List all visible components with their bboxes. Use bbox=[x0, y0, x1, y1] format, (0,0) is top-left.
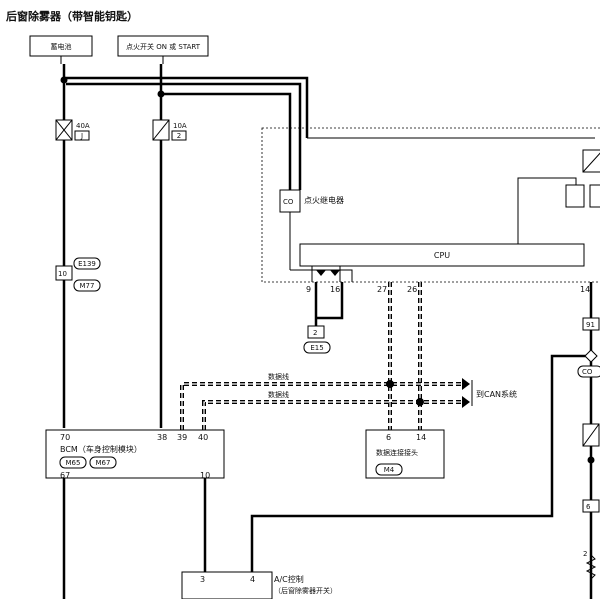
dlc-pin-14: 14 bbox=[416, 433, 426, 442]
ipdm-module-outline bbox=[261, 127, 600, 283]
cpu-label: CPU bbox=[434, 251, 450, 260]
ipdm-pin-26: 26 bbox=[407, 285, 417, 294]
data-link-connector: 6 14 数据连接接头 M4 bbox=[365, 429, 445, 479]
connector-e15: 2 E15 bbox=[303, 325, 331, 354]
dlc-conn-m4: M4 bbox=[384, 466, 395, 474]
right-relay-a bbox=[565, 184, 585, 208]
bcm-pin-70: 70 bbox=[60, 433, 70, 442]
svg-text:CO: CO bbox=[283, 198, 294, 206]
fuse-40a-id: J bbox=[80, 132, 83, 140]
can-bus-lines bbox=[180, 282, 473, 430]
ignition-relay-label: 点火继电器 bbox=[304, 195, 344, 205]
right-co-label: CO bbox=[582, 368, 593, 376]
e139-label: E139 bbox=[78, 260, 96, 268]
right-pin-6: 6 bbox=[586, 503, 591, 511]
right-diode bbox=[582, 149, 600, 173]
ground-wire-16 bbox=[316, 282, 344, 320]
ignition-source: 点火开关 ON 或 START bbox=[117, 35, 209, 57]
battery-label: 蓄电池 bbox=[51, 42, 72, 51]
cpu-block: CPU bbox=[299, 243, 585, 267]
right-pin-2: 2 bbox=[583, 550, 587, 558]
ac-to-right-wire bbox=[250, 354, 590, 572]
bcm-conn-m65: M65 bbox=[66, 459, 81, 467]
right-junction bbox=[587, 456, 595, 464]
e15-label: E15 bbox=[310, 344, 323, 352]
battery-junction bbox=[60, 76, 68, 84]
ipdm-pin-9: 9 bbox=[306, 285, 311, 294]
ignition-label: 点火开关 ON 或 START bbox=[126, 42, 201, 51]
battery-source: 蓄电池 bbox=[29, 35, 93, 57]
bcm-label: BCM（车身控制模块） bbox=[60, 444, 142, 454]
bcm-pin-10: 10 bbox=[200, 471, 210, 480]
right-splice bbox=[584, 349, 598, 363]
e139-pin: 10 bbox=[58, 270, 67, 278]
fuse-40a: 40A J bbox=[55, 119, 90, 141]
ac-control-module: 3 4 A/C控制 （后窗除雾器开关） bbox=[181, 571, 337, 599]
fuse-40a-rating: 40A bbox=[76, 122, 90, 130]
bcm-pin-40: 40 bbox=[198, 433, 208, 442]
battery-bus-wire-2 bbox=[66, 82, 302, 190]
bcm-module: 70 38 39 40 BCM（车身控制模块） M65 M67 67 10 bbox=[45, 429, 225, 480]
right-connector-91: 91 bbox=[582, 317, 600, 331]
ac-pin-4: 4 bbox=[250, 575, 255, 584]
right-connector-6: 6 bbox=[582, 499, 600, 513]
ac-label-2: （后窗除雾器开关） bbox=[274, 586, 337, 595]
fuse-10a-id: 2 bbox=[177, 132, 181, 140]
e15-pin: 2 bbox=[313, 329, 317, 337]
right-diode-lower bbox=[582, 423, 600, 447]
bcm-conn-m67: M67 bbox=[96, 459, 111, 467]
can-line1-label: 数据线 bbox=[268, 372, 289, 381]
ignition-relay: CO 点火继电器 bbox=[279, 189, 344, 213]
ipdm-pin-14: 14 bbox=[580, 285, 590, 294]
bcm-pin-39: 39 bbox=[177, 433, 187, 442]
can-line2-label: 数据线 bbox=[268, 390, 289, 399]
diagram-title: 后窗除雾器（带智能钥匙） bbox=[6, 9, 138, 23]
fuse-10a: 10A 2 bbox=[152, 119, 187, 141]
bcm-pin-38: 38 bbox=[157, 433, 167, 442]
can-system-label: 到CAN系统 bbox=[476, 389, 517, 399]
battery-bus-wire bbox=[64, 76, 309, 138]
m77-label: M77 bbox=[80, 282, 95, 290]
dlc-pin-6: 6 bbox=[386, 433, 391, 442]
right-pin-91: 91 bbox=[586, 321, 595, 329]
ipdm-pin-27: 27 bbox=[377, 285, 387, 294]
connector-e139: 10 E139 M77 bbox=[55, 257, 101, 292]
right-relay-b bbox=[589, 184, 600, 208]
cpu-diodes bbox=[311, 266, 341, 282]
ipdm-pin-16: 16 bbox=[330, 285, 340, 294]
ac-label-1: A/C控制 bbox=[274, 574, 304, 584]
ac-pin-3: 3 bbox=[200, 575, 205, 584]
ignition-bus-wire bbox=[161, 92, 292, 190]
right-resistor: 2 bbox=[583, 550, 597, 580]
fuse-10a-rating: 10A bbox=[173, 122, 187, 130]
right-connector-co: CO bbox=[577, 365, 600, 378]
dlc-label: 数据连接接头 bbox=[376, 448, 418, 457]
bcm-pin-67: 67 bbox=[60, 471, 70, 480]
